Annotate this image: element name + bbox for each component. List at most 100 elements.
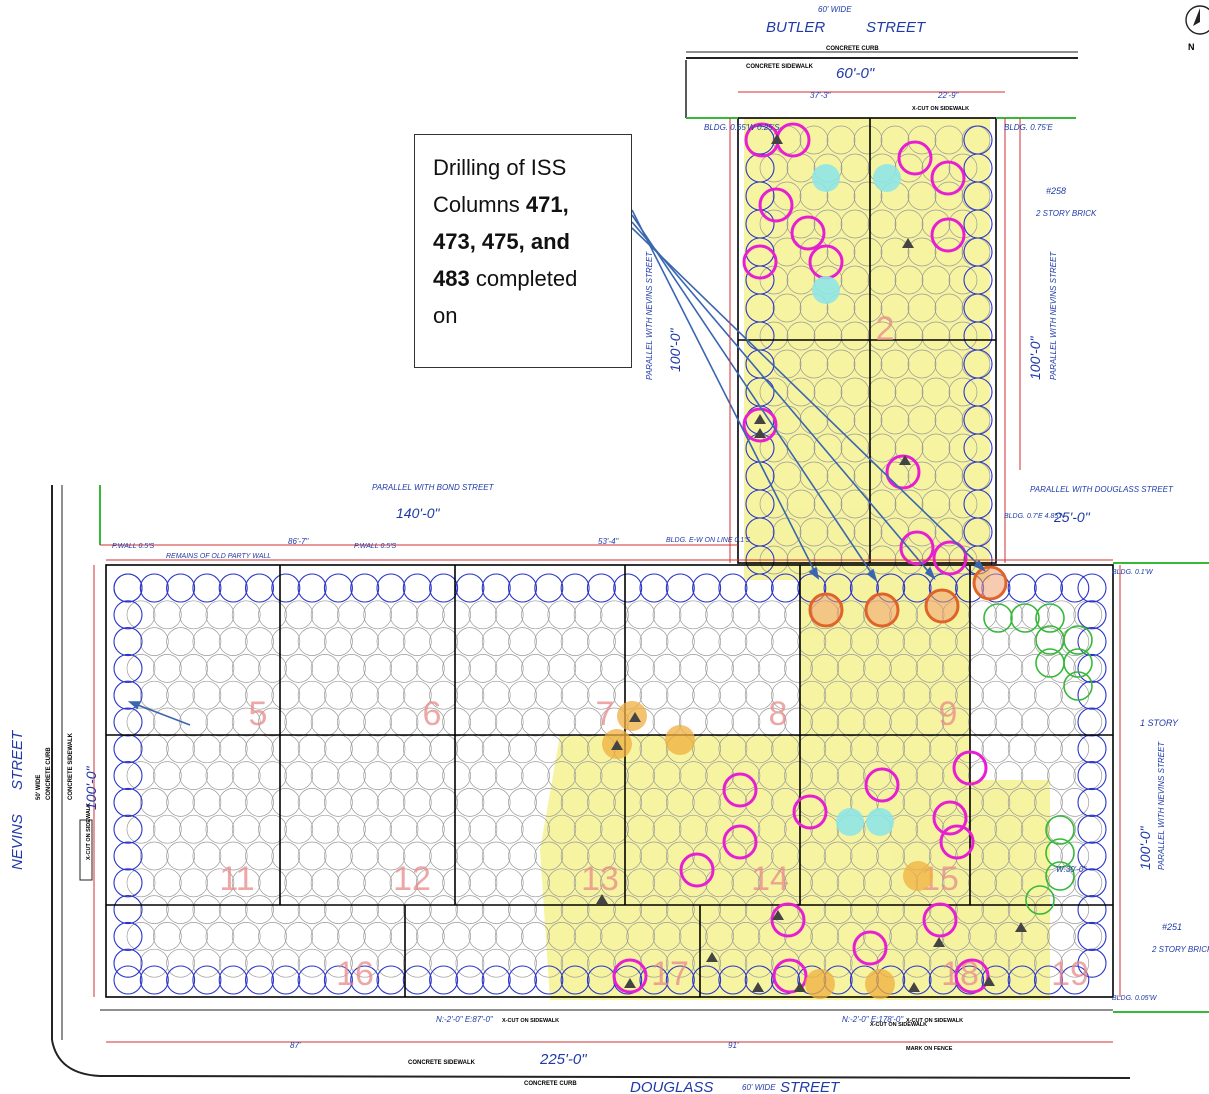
column-circle	[337, 922, 366, 951]
column-circle	[337, 600, 366, 630]
callout-line-5: on	[433, 303, 458, 328]
column-circle	[389, 654, 419, 683]
column-circle	[665, 573, 695, 603]
column-circle	[415, 654, 445, 683]
column-circle	[786, 265, 816, 295]
column-circle	[934, 517, 964, 547]
bldg-251: #251	[1162, 922, 1182, 932]
column-circle	[231, 814, 261, 844]
column-circle	[863, 761, 892, 790]
column-circle	[389, 600, 419, 630]
column-circle	[810, 654, 840, 683]
column-circle	[826, 517, 856, 547]
column-circle	[389, 761, 419, 790]
n2-right: N:-2'-0" E:178'-0"	[842, 1015, 904, 1024]
column-circle	[759, 153, 789, 183]
column-circle	[218, 965, 248, 995]
callout-line-2: Columns	[433, 192, 526, 217]
column-circle	[1077, 627, 1107, 657]
column-circle	[113, 707, 143, 737]
column-circle	[284, 654, 314, 683]
xcut-bottom-1: X-CUT ON SIDEWALK	[502, 1018, 559, 1024]
column-circle	[442, 922, 471, 951]
column-circle	[573, 868, 603, 898]
column-circle	[297, 948, 327, 978]
column-circle	[337, 707, 366, 737]
column-circle	[757, 707, 787, 737]
column-circle	[652, 600, 682, 630]
column-circle	[1033, 965, 1064, 995]
column-circle	[521, 761, 550, 790]
column-circle	[547, 814, 577, 844]
column-circle	[880, 237, 910, 267]
column-circle	[166, 841, 195, 871]
cell-label: 9	[939, 695, 958, 733]
column-circle	[826, 125, 856, 155]
column-circle	[166, 895, 195, 924]
column-circle	[894, 265, 924, 295]
column-circle	[1060, 841, 1090, 871]
column-circle	[350, 895, 380, 924]
column-circle	[665, 680, 695, 710]
column-circle	[853, 293, 883, 323]
column-circle	[494, 814, 524, 844]
column-circle	[310, 814, 340, 844]
column-circle	[934, 405, 964, 435]
column-circle	[981, 965, 1011, 995]
column-circle	[786, 377, 816, 407]
column-circle	[948, 489, 978, 519]
column-circle	[481, 965, 511, 995]
column-circle	[823, 680, 853, 710]
column-circle	[179, 761, 208, 790]
column-circle	[994, 814, 1024, 844]
column-circle	[934, 461, 964, 491]
column-circle	[1007, 573, 1037, 603]
column-circle	[692, 948, 721, 978]
dim-100-lower: 100'-0"	[1137, 826, 1153, 870]
column-circle	[258, 814, 287, 844]
column-circle	[442, 707, 471, 737]
column-circle	[678, 814, 708, 844]
callout-line-1: Drilling of ISS	[433, 155, 567, 180]
column-circle	[205, 654, 235, 683]
column-circle	[481, 948, 511, 978]
concrete-curb-top: CONCRETE CURB	[826, 46, 879, 52]
column-circle	[880, 349, 910, 379]
column-circle	[166, 627, 195, 656]
column-circle	[1047, 761, 1076, 790]
column-circle	[948, 433, 978, 463]
column-circle	[759, 377, 789, 407]
column-circle	[402, 841, 432, 871]
column-circle	[284, 761, 314, 790]
column-circle	[297, 841, 327, 871]
dim-37: 37'-3"	[810, 91, 832, 100]
column-circle	[880, 405, 910, 435]
column-circle	[934, 293, 964, 323]
column-circle	[826, 405, 856, 435]
column-circle	[350, 627, 380, 656]
column-circle	[192, 965, 222, 995]
column-circle	[258, 868, 287, 898]
column-circle	[415, 600, 445, 630]
column-circle	[113, 895, 143, 925]
concrete-curb-west: CONCRETE CURB	[46, 747, 52, 800]
column-circle	[639, 573, 669, 603]
survey-triangles	[596, 134, 1027, 992]
column-circle	[468, 814, 498, 844]
column-circle	[810, 761, 840, 790]
column-circle	[1077, 921, 1107, 951]
column-circle	[928, 948, 958, 978]
column-circle	[902, 895, 932, 924]
column-circle	[981, 841, 1011, 871]
column-circle	[363, 654, 393, 683]
column-circle	[718, 680, 748, 710]
column-circle	[876, 680, 906, 710]
column-circle	[323, 573, 353, 603]
cell-label: 13	[581, 860, 619, 898]
column-circle	[705, 814, 734, 844]
column-circle	[810, 868, 840, 898]
column-circle	[880, 293, 910, 323]
column-circle	[271, 627, 301, 656]
douglass-width: 60' WIDE	[742, 1083, 776, 1092]
column-circle	[324, 680, 353, 710]
